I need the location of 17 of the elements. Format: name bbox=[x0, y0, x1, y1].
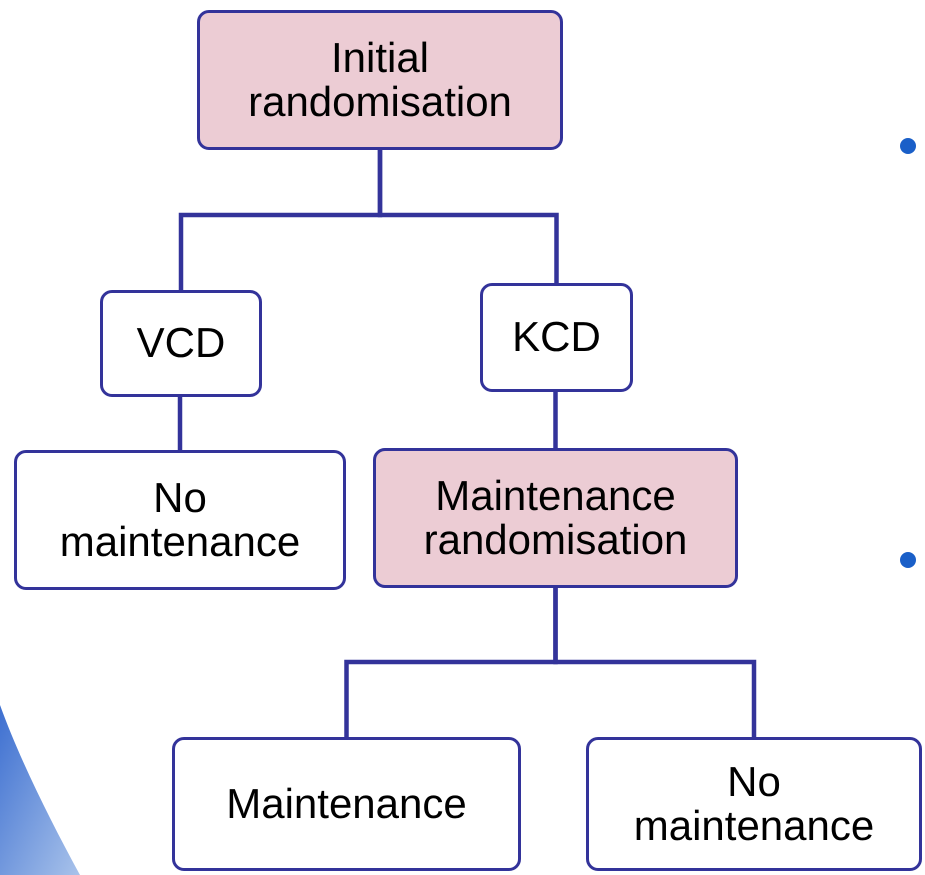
randomisation-box bbox=[197, 10, 563, 150]
connector-line bbox=[553, 392, 558, 448]
connector-line bbox=[553, 588, 756, 737]
box-label: KCD bbox=[512, 315, 601, 360]
box-label: No maintenance bbox=[632, 760, 876, 848]
box-label: No maintenance bbox=[58, 476, 302, 564]
connector-line bbox=[178, 397, 182, 450]
treatment-box bbox=[172, 737, 521, 871]
treatment-box bbox=[480, 283, 633, 392]
treatment-box bbox=[14, 450, 346, 590]
box-label: VCD bbox=[136, 321, 226, 366]
treatment-box bbox=[586, 737, 922, 871]
randomisation-box bbox=[373, 448, 738, 588]
box-label: Initial randomisation bbox=[247, 36, 513, 124]
box-label: Maintenance randomisation bbox=[422, 474, 688, 562]
treatment-box bbox=[100, 290, 262, 397]
box-label: Maintenance bbox=[226, 782, 467, 826]
